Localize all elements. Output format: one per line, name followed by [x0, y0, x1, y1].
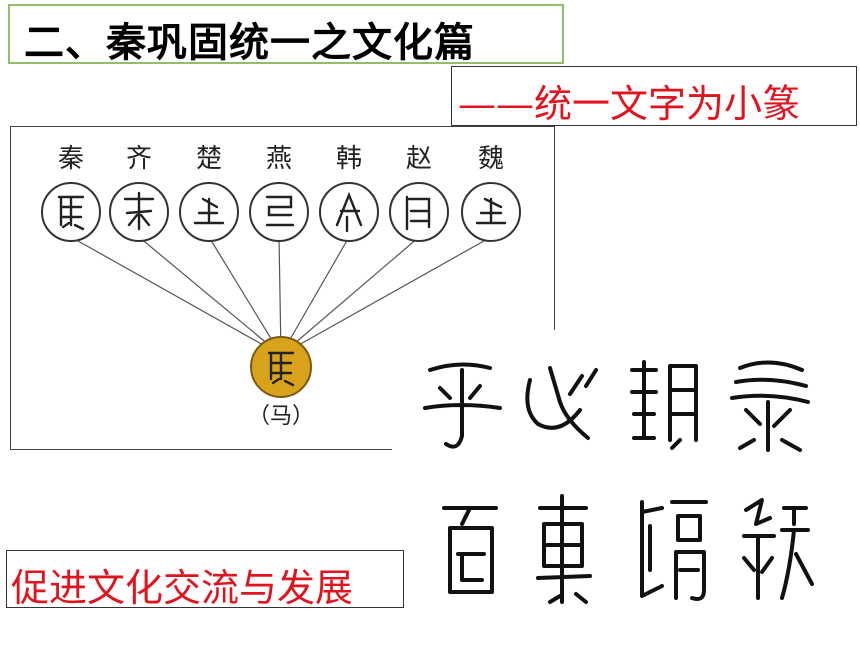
- state-label-chu: 楚: [196, 144, 222, 174]
- horse-glyph-chu: [193, 197, 225, 225]
- diagram-canvas: 秦 齐 楚 燕 韩 赵 魏: [41, 144, 521, 429]
- slide-subtitle: ——统一文字为小篆: [458, 82, 801, 126]
- subtitle-box: ——统一文字为小篆: [451, 66, 857, 126]
- seal-glyph-5: [442, 506, 498, 594]
- bottom-note-box: 促进文化交流与发展: [6, 550, 404, 610]
- seal-glyph-6: [536, 494, 592, 604]
- seal-glyph-2: [525, 366, 598, 440]
- seal-glyph-8: [742, 498, 814, 600]
- seal-glyph-1: [423, 362, 502, 449]
- state-label-zhao: 赵: [406, 144, 432, 174]
- horse-character-diagram: 秦 齐 楚 燕 韩 赵 魏: [10, 126, 555, 450]
- horse-glyph-qi: [123, 191, 155, 231]
- horse-glyph-han: [335, 191, 363, 233]
- horse-glyph-wei: [475, 197, 507, 225]
- glyph-circle-yan: [249, 182, 309, 242]
- state-label-yan: 燕: [266, 144, 292, 174]
- seal-script-samples: [423, 360, 814, 604]
- state-label-wei: 魏: [478, 144, 504, 174]
- horse-glyph-zhao: [405, 195, 431, 231]
- seal-glyph-3: [630, 360, 698, 450]
- bottom-note: 促进文化交流与发展: [11, 566, 354, 610]
- connector-lines: [70, 236, 492, 356]
- state-label-qin: 秦: [58, 144, 84, 174]
- diagram-overlap-mask: [392, 330, 562, 460]
- diagram-caption: （马）: [248, 404, 314, 429]
- state-label-qi: 齐: [126, 144, 152, 174]
- slide-title-box: 二、秦巩固统一之文化篇: [8, 4, 564, 66]
- unified-horse-glyph: [267, 351, 295, 387]
- seal-glyph-4: [730, 360, 810, 452]
- horse-glyph-yan: [265, 195, 295, 227]
- horse-glyph-qin: [57, 195, 85, 231]
- seal-glyph-7: [640, 500, 708, 601]
- state-label-han: 韩: [336, 144, 362, 174]
- slide-title: 二、秦巩固统一之文化篇: [24, 20, 475, 66]
